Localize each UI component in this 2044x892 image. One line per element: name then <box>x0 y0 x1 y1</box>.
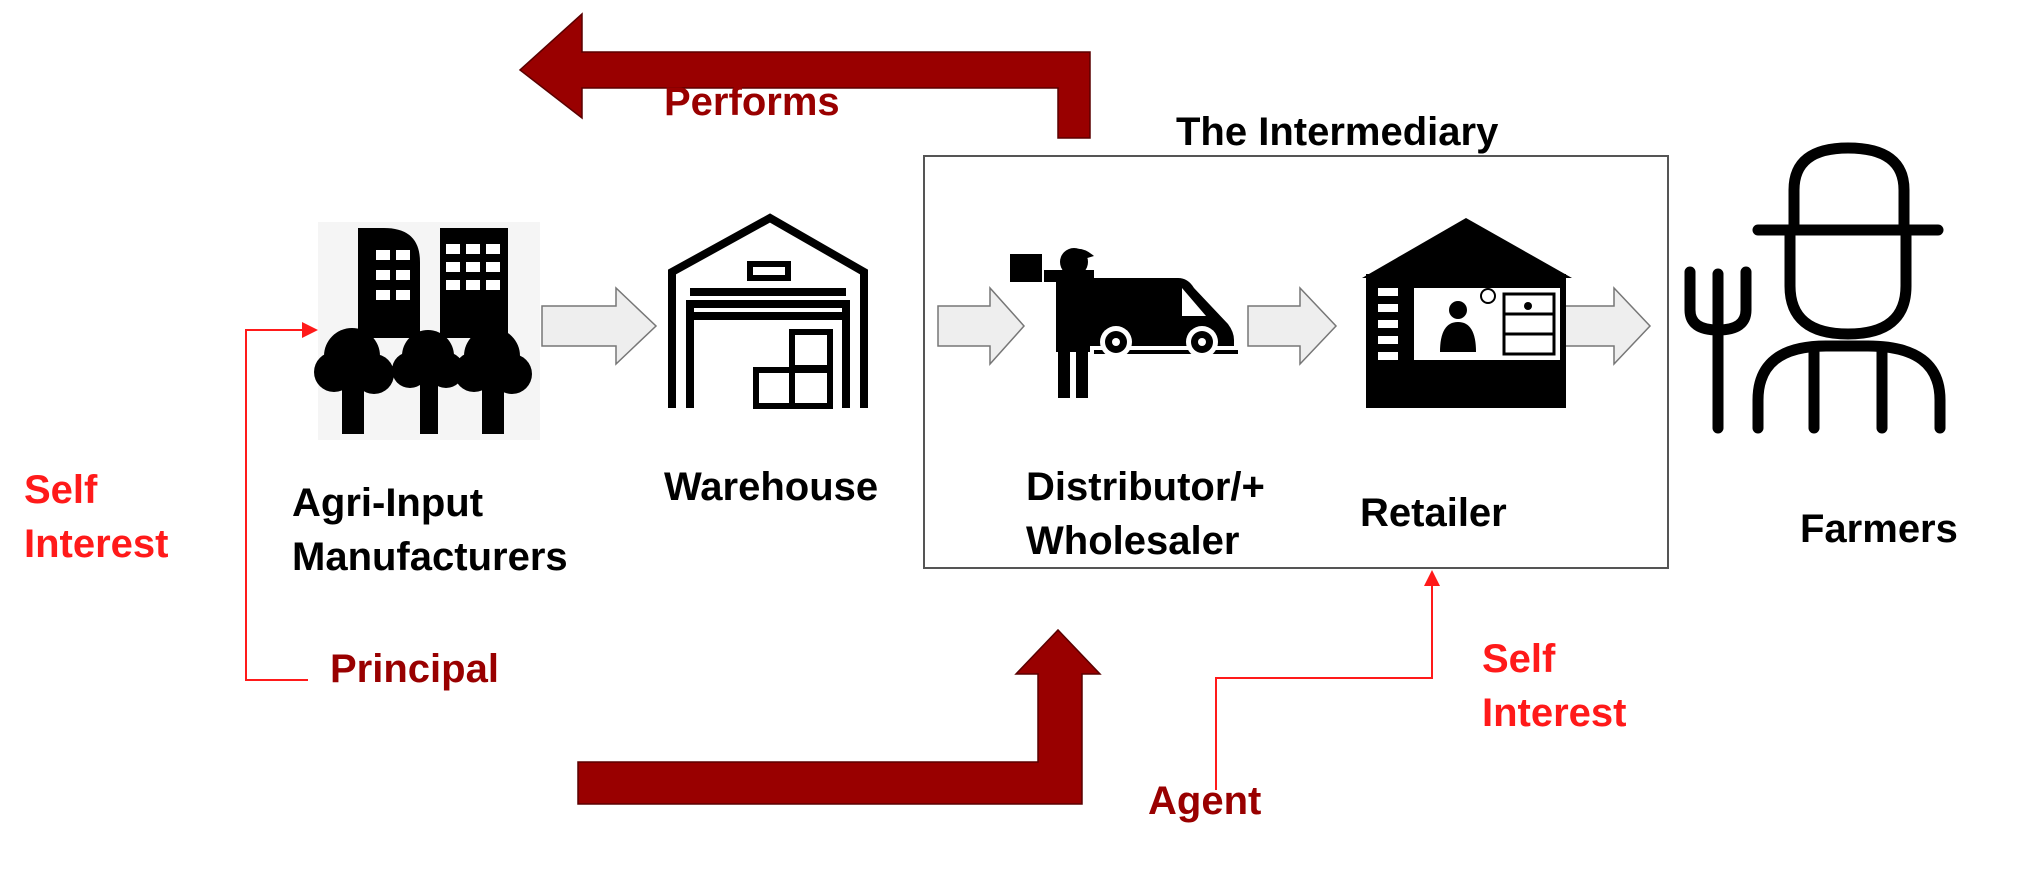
performs-label: Performs <box>664 80 840 124</box>
self-interest-left-line2: Interest <box>24 522 169 566</box>
delivery-truck-icon <box>1010 248 1238 398</box>
self-interest-right-line2: Interest <box>1482 691 1627 735</box>
agent-connector <box>1215 582 1433 790</box>
agent-label: Agent <box>1148 779 1261 823</box>
agri-input-label-line1: Agri-Input <box>292 481 483 525</box>
flow-arrow-2 <box>937 286 1026 366</box>
distributor-label-line1: Distributor/+ <box>1026 465 1265 509</box>
agent-connector-arrowhead <box>1424 570 1440 586</box>
performs-arrow <box>518 12 1091 139</box>
factory-icon <box>314 222 540 440</box>
principal-bracket <box>245 329 308 681</box>
intermediary-box <box>923 155 1669 569</box>
farmer-icon <box>1684 142 1946 434</box>
distributor-label-line2: Wholesaler <box>1026 519 1239 563</box>
flow-arrow-4 <box>1559 286 1652 366</box>
flow-arrow-3 <box>1247 286 1338 366</box>
shop-icon <box>1362 218 1572 408</box>
self-interest-right-line1: Self <box>1482 637 1556 681</box>
warehouse-label: Warehouse <box>664 465 878 509</box>
farmers-label: Farmers <box>1800 507 1958 551</box>
intermediary-title: The Intermediary <box>1176 110 1499 154</box>
agri-input-label-line2: Manufacturers <box>292 535 568 579</box>
intermediary-arrow <box>577 628 1102 805</box>
principal-bracket-arrowhead <box>302 322 318 338</box>
principal-label: Principal <box>330 647 499 691</box>
warehouse-icon <box>668 213 868 409</box>
self-interest-left-line1: Self <box>24 468 98 512</box>
retailer-label: Retailer <box>1360 491 1507 535</box>
flow-arrow-1 <box>541 286 658 366</box>
